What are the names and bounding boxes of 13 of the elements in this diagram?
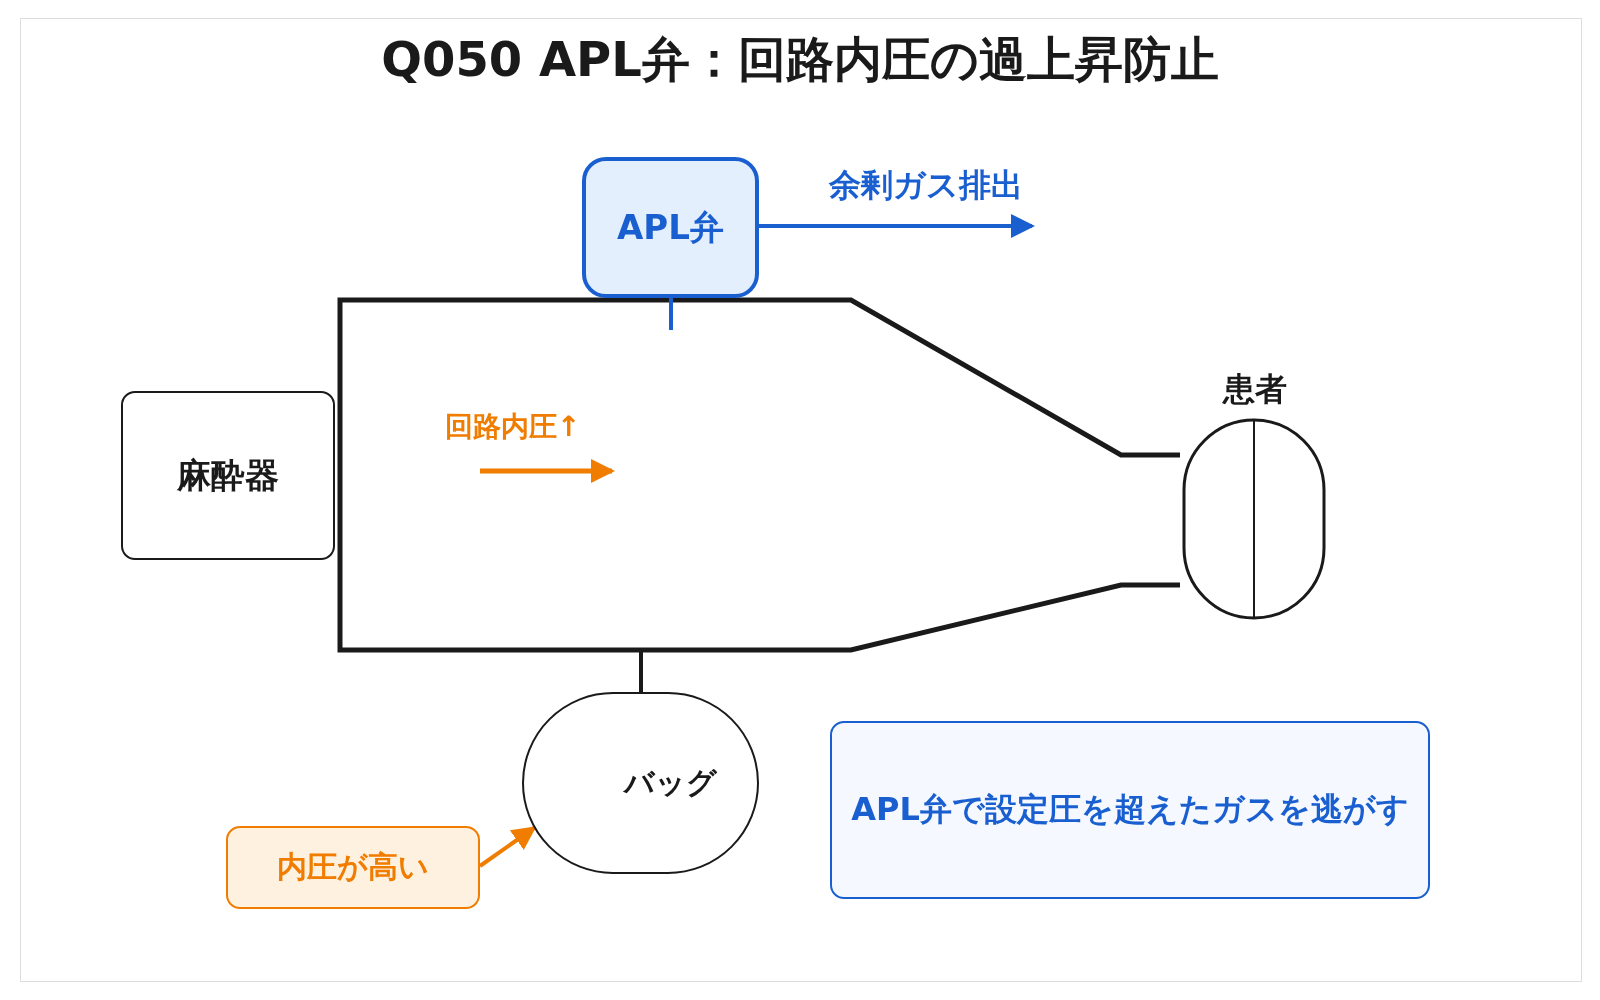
edge-label: 余剰ガス排出 (827, 165, 1024, 206)
connector-line (669, 298, 673, 330)
anesthesia-machine-box: 麻酔器 (121, 391, 335, 560)
callout-box: 内圧が高い (226, 826, 480, 909)
pressure-label: 回路内圧↑ (445, 409, 581, 445)
breathing-circuit-outline (337, 297, 1180, 653)
title: Q050 APL弁：回路内圧の過上昇防止 (380, 30, 1220, 89)
patient-label: 患者 (1221, 369, 1288, 410)
arrow (759, 214, 1035, 238)
arrow (478, 826, 537, 868)
valve-box: APL弁 (582, 157, 759, 298)
connector-line (639, 652, 643, 692)
note-box: APL弁で設定圧を超えたガスを逃がす (830, 721, 1430, 899)
